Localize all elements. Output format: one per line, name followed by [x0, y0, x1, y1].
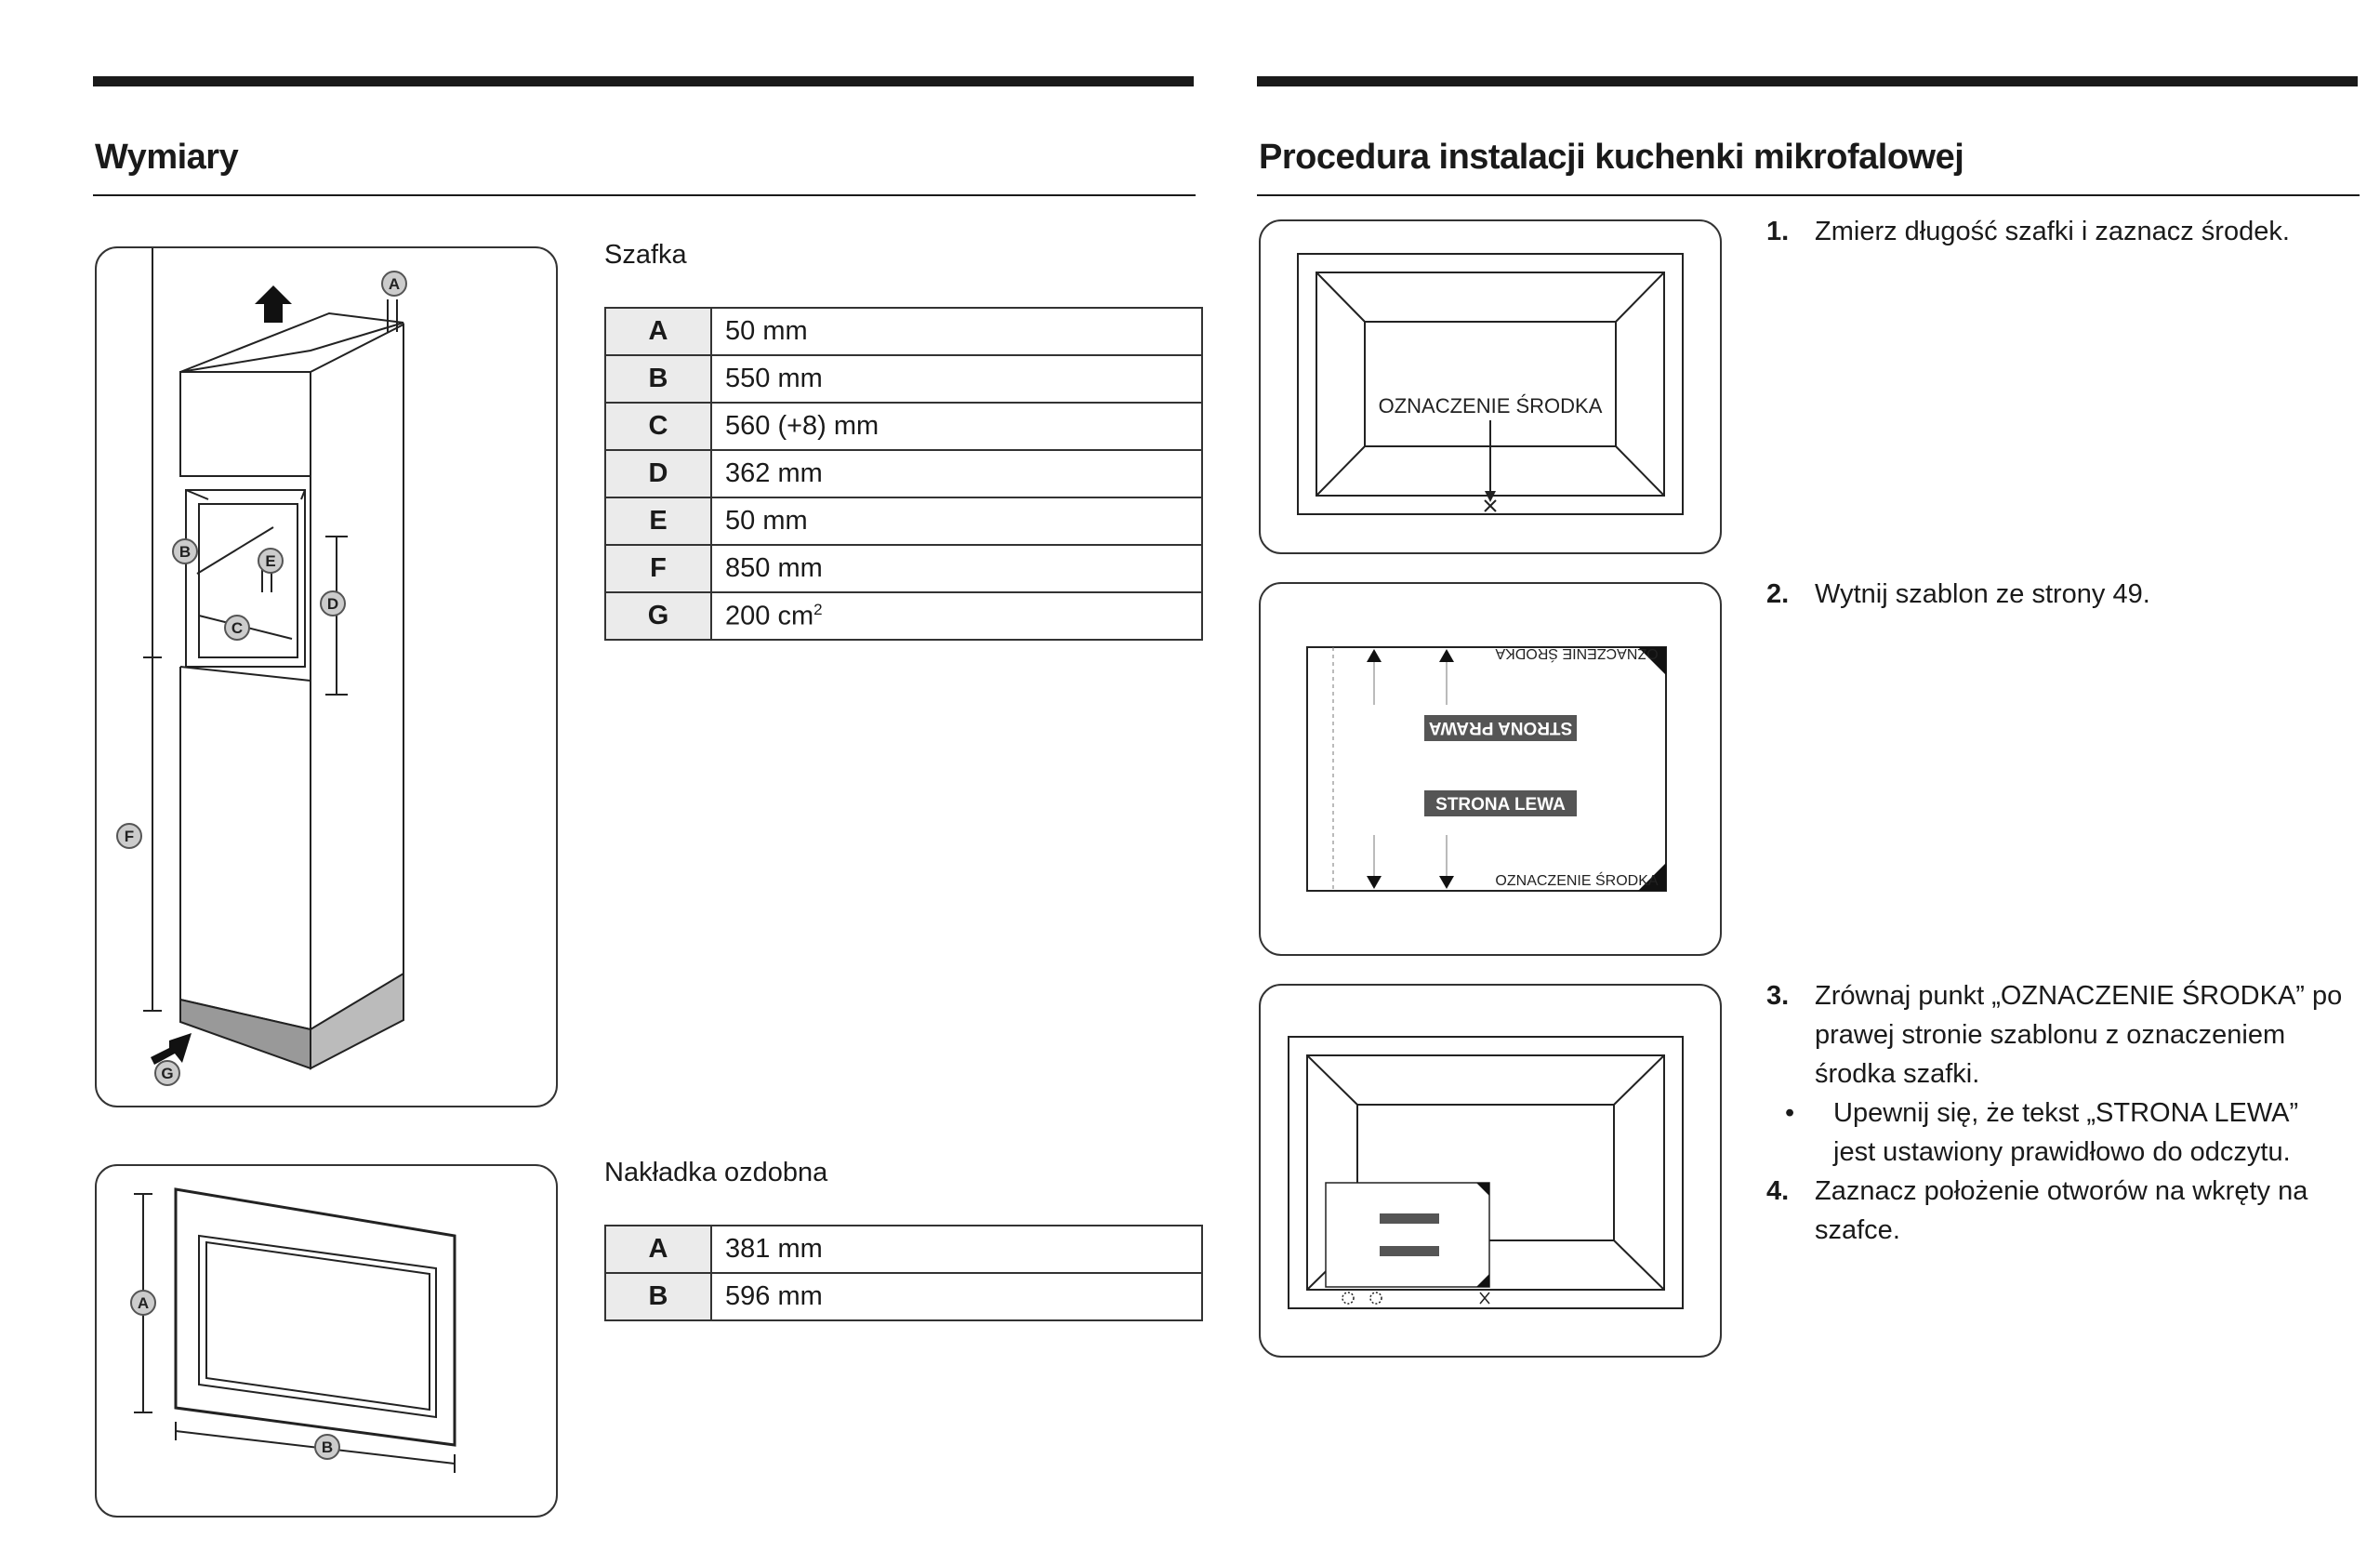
section-title-dimensions: Wymiary — [95, 138, 239, 177]
trim-illustration: A B — [130, 1187, 456, 1473]
cabinet-key: F — [604, 544, 712, 593]
cabinet-key: E — [604, 497, 712, 546]
left-title-rule — [93, 194, 1196, 196]
center-mark-label: OZNACZENIE ŚRODKA — [1379, 394, 1603, 418]
right-top-bar — [1257, 76, 2358, 86]
step-4: 4.Zaznacz położenie otworów na wkręty na… — [1766, 1176, 2308, 1245]
fig-label-a: A — [389, 275, 400, 293]
airflow-out-arrow — [255, 285, 292, 323]
cabinet-value-superscript: 2 — [813, 600, 823, 618]
template-right-side-label: STRONA PRAWA — [1428, 718, 1572, 737]
step-2: 2.Wytnij szablon ze strony 49. — [1766, 579, 2150, 609]
fig-label-g: G — [161, 1065, 173, 1082]
template-center-mark-bottom: OZNACZENIE ŚRODKA — [1495, 871, 1658, 889]
cabinet-key: B — [604, 354, 712, 404]
step-3-bullet: •Upewnij się, że tekst „STRONA LEWA” jes… — [1785, 1098, 2299, 1167]
cabinet-illustration: A B C D E F G — [116, 248, 407, 1086]
cabinet-key: A — [604, 307, 712, 356]
template-in-cabinet-illustration — [1288, 1036, 1684, 1309]
cabinet-value: 50 mm — [710, 307, 1203, 356]
cabinet-value: 362 mm — [710, 449, 1203, 498]
right-title-rule — [1257, 194, 2360, 196]
cabinet-key: C — [604, 402, 712, 451]
trim-subheading: Nakładka ozdobna — [604, 1158, 828, 1187]
template-left-side-label: STRONA LEWA — [1435, 795, 1566, 815]
fig-label-b: B — [179, 543, 191, 561]
step1-figure: OZNACZENIE ŚRODKA — [1259, 219, 1722, 554]
trim-key: A — [604, 1225, 712, 1274]
step3-figure — [1259, 984, 1722, 1358]
cabinet-value: 50 mm — [710, 497, 1203, 546]
section-title-installation: Procedura instalacji kuchenki mikrofalow… — [1259, 138, 1964, 177]
installation-steps-part3: 3.Zrównaj punkt „OZNACZENIE ŚRODKA” po p… — [1766, 976, 2343, 1250]
cabinet-subheading: Szafka — [604, 240, 687, 270]
cabinet-center-illustration: OZNACZENIE ŚRODKA — [1297, 253, 1684, 515]
fig-label-d: D — [327, 595, 338, 613]
trim-value: 381 mm — [710, 1225, 1203, 1274]
fig-label-f: F — [125, 828, 134, 845]
cabinet-key: G — [604, 591, 712, 641]
template-center-mark-top: OZNACZENIE ŚRODKA — [1495, 645, 1658, 663]
trim-fig-label-b: B — [322, 1438, 333, 1456]
step-1: 1.Zmierz długość szafki i zaznacz środek… — [1766, 217, 2290, 246]
fig-label-e: E — [265, 552, 275, 570]
installation-steps-part2: 2.Wytnij szablon ze strony 49. — [1766, 575, 2343, 614]
cabinet-dimensions-figure: A B C D E F G — [95, 246, 558, 1107]
cabinet-value: 850 mm — [710, 544, 1203, 593]
trim-value: 596 mm — [710, 1272, 1203, 1321]
cabinet-key: D — [604, 449, 712, 498]
cabinet-value: 560 (+8) mm — [710, 402, 1203, 451]
cabinet-value: 200 cm2 — [710, 591, 1203, 641]
airflow-in-arrow — [151, 1033, 192, 1065]
step2-figure: OZNACZENIE ŚRODKA STRONA PRAWA STRONA LE… — [1259, 582, 1722, 956]
trim-fig-label-a: A — [138, 1294, 149, 1312]
cabinet-value: 550 mm — [710, 354, 1203, 404]
fig-label-c: C — [231, 619, 243, 637]
trim-dimensions-figure: A B — [95, 1164, 558, 1518]
step-3: 3.Zrównaj punkt „OZNACZENIE ŚRODKA” po p… — [1766, 981, 2343, 1089]
template-illustration: OZNACZENIE ŚRODKA STRONA PRAWA STRONA LE… — [1306, 645, 1667, 892]
left-top-bar — [93, 76, 1194, 86]
trim-key: B — [604, 1272, 712, 1321]
installation-steps-part1: 1.Zmierz długość szafki i zaznacz środek… — [1766, 212, 2343, 251]
